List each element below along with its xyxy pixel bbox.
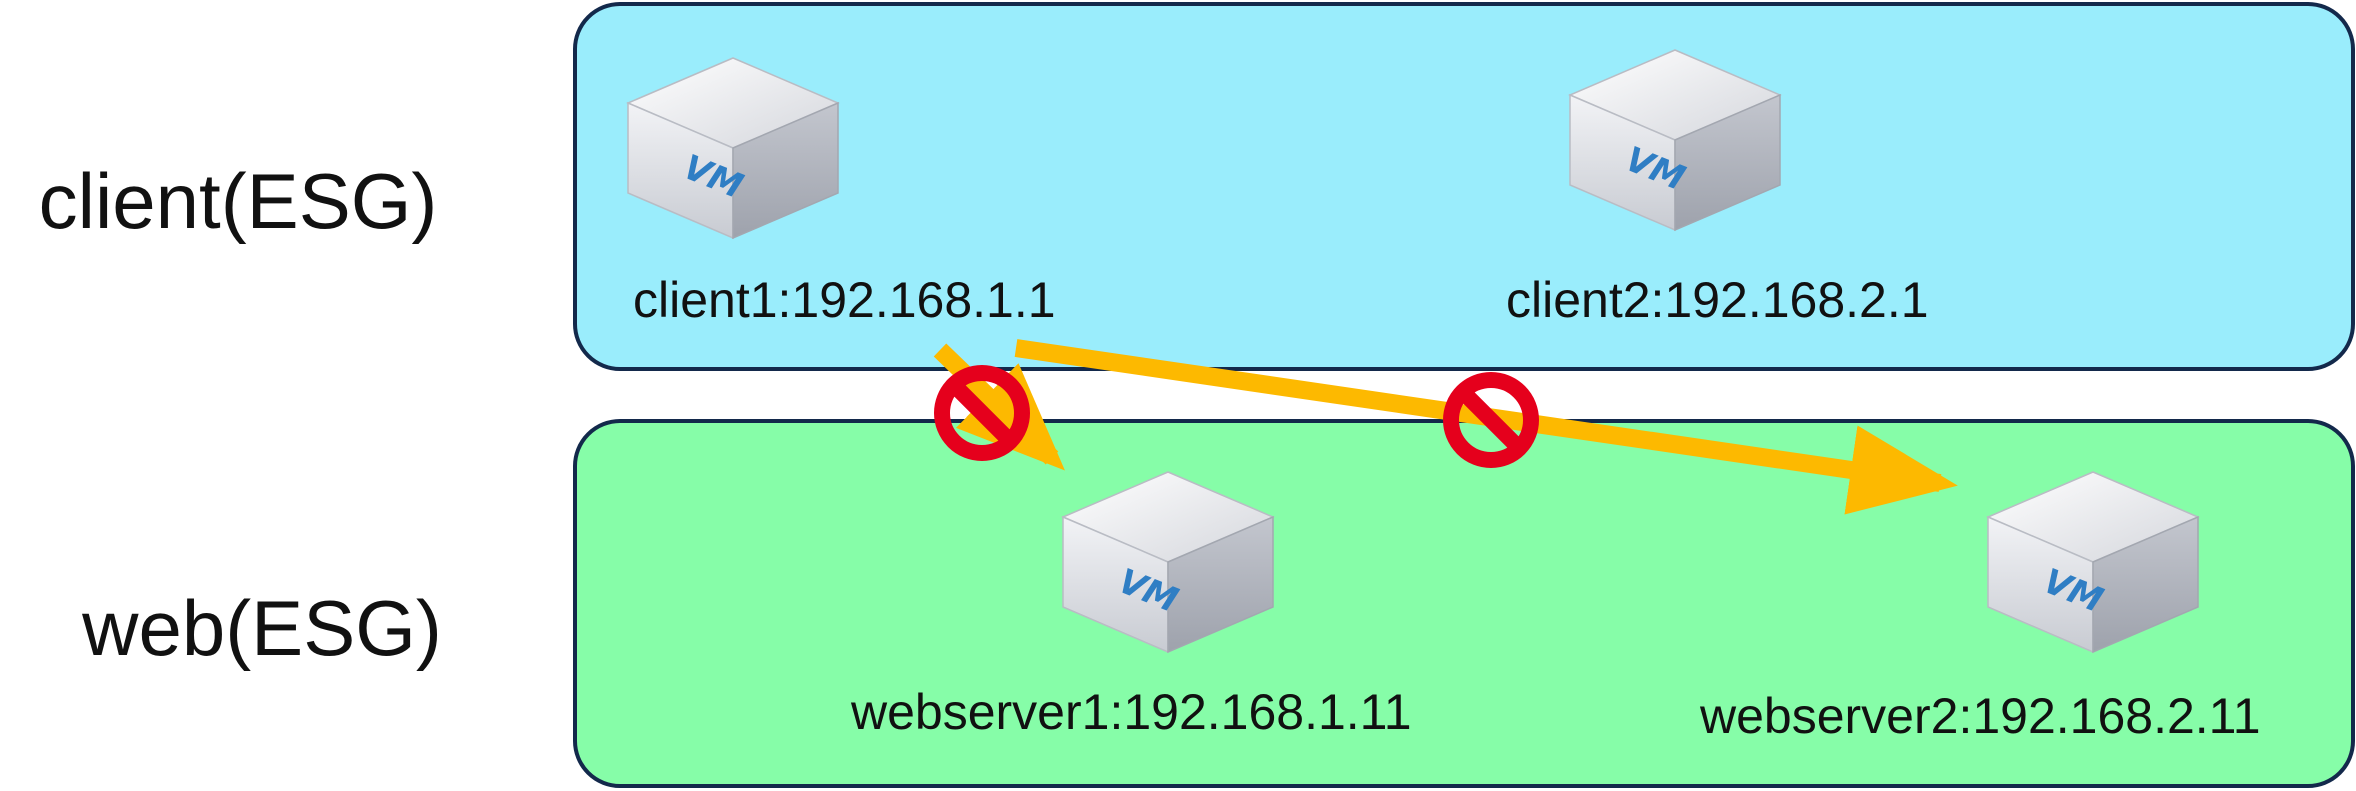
node-label: webserver2:192.168.2.11 — [1699, 688, 2261, 744]
node-label: client2:192.168.2.1 — [1506, 272, 1929, 328]
vm-icon: VM — [1569, 49, 1781, 231]
vm-icon: VM — [1987, 471, 2199, 653]
node-client2: VM client2:192.168.2.1 — [1506, 49, 1929, 328]
prohibited-icon — [934, 365, 1030, 461]
node-webserver1: VM webserver1:192.168.1.11 — [850, 471, 1412, 740]
node-client1: VM client1:192.168.1.1 — [627, 57, 1056, 328]
arrow-line — [933, 343, 1065, 471]
group-client-box — [573, 2, 2355, 371]
prohibited-icon — [1443, 372, 1539, 468]
edge-client1-webserver1 — [933, 343, 1065, 471]
group-web-label: web(ESG) — [81, 584, 442, 672]
node-label: client1:192.168.1.1 — [633, 272, 1056, 328]
group-client-label: client(ESG) — [39, 157, 438, 245]
node-webserver2: VM webserver2:192.168.2.11 — [1699, 471, 2261, 744]
vm-icon: VM — [1062, 471, 1274, 653]
vm-icon: VM — [627, 57, 839, 239]
group-client: client(ESG) — [39, 2, 2355, 371]
node-label: webserver1:192.168.1.11 — [850, 684, 1412, 740]
